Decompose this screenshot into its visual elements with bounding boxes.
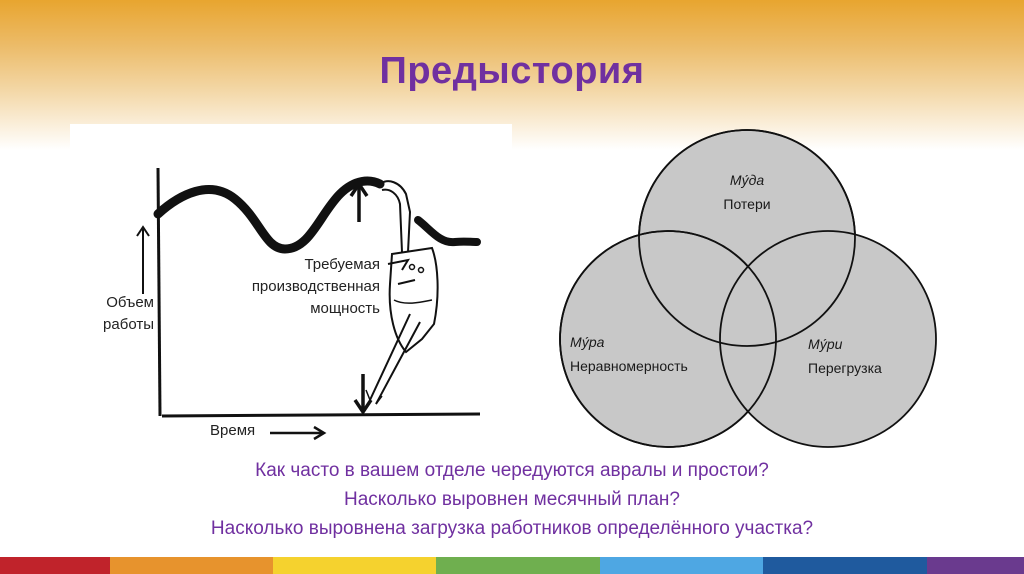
x-axis-label: Время [210, 422, 256, 439]
venn-circle-mura: Му́ра Неравномерность [570, 330, 688, 378]
mura-meaning: Неравномерность [570, 358, 688, 374]
muri-meaning: Перегрузка [808, 360, 882, 376]
y-axis-label-line1: Объем [106, 294, 154, 311]
muda-meaning: Потери [723, 196, 771, 212]
slide-title: Предыстория [379, 50, 645, 92]
workload-illustration: Объем работы Время Требуемая производств… [70, 124, 512, 454]
annotation-line1: Требуемая [304, 256, 380, 273]
rainbow-footer-bar [0, 557, 1024, 574]
rainbow-segment-orange [110, 557, 273, 574]
annotation-line2: производственная [251, 278, 380, 295]
rainbow-segment-purple [927, 557, 1024, 574]
y-axis-label-line2: работы [103, 316, 154, 333]
workload-chart-drawing [136, 167, 481, 441]
question-2: Насколько выровнен месячный план? [344, 489, 680, 510]
annotation-line3: мощность [310, 300, 380, 317]
mura-term: Му́ра [570, 334, 605, 350]
venn-circle-muda: Му́да Потери [697, 168, 797, 216]
rainbow-segment-red [0, 557, 110, 574]
venn-circles [559, 129, 937, 448]
questions-block: Как часто в вашем отделе чередуются авра… [0, 456, 1024, 543]
rainbow-segment-green [436, 557, 600, 574]
rainbow-segment-yellow [273, 557, 436, 574]
muri-term: Му́ри [808, 336, 843, 352]
venn-circle-muri: Му́ри Перегрузка [808, 332, 882, 380]
muda-mura-muri-venn-diagram: Му́да Потери Му́ра Неравномерность Му́ри… [552, 124, 942, 454]
rainbow-segment-light-blue [600, 557, 763, 574]
muda-term: Му́да [729, 172, 765, 188]
rainbow-segment-dark-blue [763, 557, 927, 574]
question-1: Как часто в вашем отделе чередуются авра… [255, 460, 769, 481]
question-3: Насколько выровнена загрузка работников … [210, 518, 814, 539]
